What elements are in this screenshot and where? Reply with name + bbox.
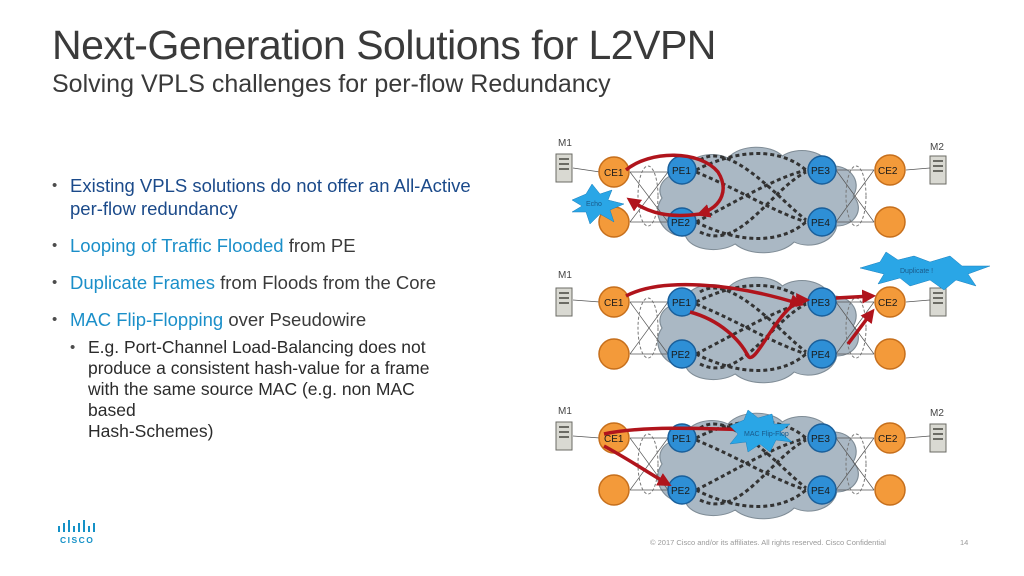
- ce-node: [874, 206, 906, 238]
- sub-bullet-line: produce a consistent hash-value for a fr…: [88, 358, 430, 378]
- slide-subtitle: Solving VPLS challenges for per-flow Red…: [52, 70, 611, 98]
- node-label: CE2: [878, 298, 898, 309]
- lag-ellipse: [637, 165, 659, 227]
- duplicate-burst: [859, 251, 991, 291]
- burst-label: Echo: [586, 201, 602, 208]
- bullet-highlight: Duplicate Frames: [70, 272, 215, 293]
- host-label-m1: M1: [558, 406, 572, 417]
- node-label: PE2: [671, 218, 690, 229]
- node-label: PE2: [671, 486, 690, 497]
- pe1-node: [667, 423, 697, 453]
- duplicate-arrow: [846, 308, 875, 346]
- pseudowires: [695, 284, 807, 372]
- sub-bullet-line: based: [88, 400, 136, 420]
- loop-arrow: [626, 197, 701, 218]
- node-label: PE3: [811, 298, 830, 309]
- pe3-node: [807, 423, 837, 453]
- pe4-node: [807, 339, 837, 369]
- node-label: CE1: [604, 298, 624, 309]
- pe3-node: [807, 155, 837, 185]
- copyright-text: © 2017 Cisco and/or its affiliates. All …: [650, 538, 886, 547]
- diagram-panel-1: M1 M2 CE1 PE1 PE2 PE3: [555, 138, 947, 254]
- node-label: PE4: [811, 350, 830, 361]
- node-label: PE4: [811, 218, 830, 229]
- flood-arrow: [689, 293, 811, 360]
- node-label: PE1: [672, 166, 691, 177]
- bullet-text: from Floods from the Core: [214, 272, 437, 293]
- lag-ellipse: [637, 433, 659, 495]
- server-icon: [555, 421, 573, 451]
- sub-bullet-line: Hash-Schemes): [88, 421, 214, 441]
- node-label: CE1: [604, 168, 624, 179]
- burst-label: MAC Flip-Flop: [744, 431, 789, 438]
- flood-arrow: [624, 153, 725, 218]
- bullet-text: over Pseudowire: [223, 309, 367, 330]
- bullet-item: MAC Flip-Flopping over Pseudowire: [50, 308, 490, 331]
- burst-label: Duplicate !: [900, 268, 933, 275]
- diagram-panel-3: M1 M2 CE1 PE1 PE2 PE3: [555, 406, 947, 520]
- flood-arrow: [625, 282, 805, 308]
- node-label: CE1: [604, 434, 624, 445]
- lag-ellipse: [845, 433, 867, 495]
- mac-flip-flop-burst: [729, 409, 793, 453]
- bullet-item: Looping of Traffic Flooded from PE: [50, 234, 490, 257]
- access-links: [572, 435, 931, 491]
- ce-node: [598, 474, 630, 506]
- server-icon: [929, 287, 947, 317]
- bullet-text: Existing VPLS solutions do not offer an …: [70, 175, 471, 219]
- node-label: PE4: [811, 486, 830, 497]
- pe2-node: [667, 475, 697, 505]
- ce-node: [874, 474, 906, 506]
- node-label: PE2: [671, 350, 690, 361]
- diagram-panel-2: M1 CE1 PE1 PE2 PE3 PE4: [555, 251, 991, 384]
- node-label: PE1: [672, 298, 691, 309]
- ce1-node: [598, 286, 630, 318]
- node-label: CE2: [878, 166, 898, 177]
- ce-node: [598, 338, 630, 370]
- node-label: PE3: [811, 434, 830, 445]
- echo-burst: [571, 183, 625, 225]
- server-icon: [555, 287, 573, 317]
- server-icon: [929, 423, 947, 453]
- host-label-m1: M1: [558, 138, 572, 149]
- pe4-node: [807, 207, 837, 237]
- cisco-logo-text: CISCO: [60, 535, 95, 545]
- ce-node: [874, 338, 906, 370]
- pe2-node: [667, 339, 697, 369]
- slide-title: Next-Generation Solutions for L2VPN: [52, 22, 716, 68]
- pe1-node: [667, 287, 697, 317]
- page-number: 14: [960, 538, 969, 547]
- lag-ellipse: [845, 165, 867, 227]
- host-label-m1: M1: [558, 270, 572, 281]
- host-label-m2: M2: [930, 142, 944, 153]
- ce1-node: [598, 156, 630, 188]
- sub-bullet-item: E.g. Port-Channel Load-Balancing does no…: [68, 337, 490, 442]
- sub-bullet-line: E.g. Port-Channel Load-Balancing does no…: [88, 337, 426, 357]
- node-label: PE3: [811, 166, 830, 177]
- server-icon: [555, 153, 573, 183]
- bullet-text: from PE: [283, 235, 356, 256]
- host-label-m2: M2: [930, 408, 944, 419]
- bullet-item: Duplicate Frames from Floods from the Co…: [50, 271, 490, 294]
- ce2-node: [874, 422, 906, 454]
- sub-bullet-line: with the same source MAC (e.g. non MAC: [88, 379, 415, 399]
- cisco-logo-icon: [58, 520, 95, 532]
- bullet-item: Existing VPLS solutions do not offer an …: [50, 174, 490, 220]
- ce2-node: [874, 154, 906, 186]
- duplicate-arrow: [835, 289, 877, 304]
- bullet-highlight: Looping of Traffic Flooded: [70, 235, 284, 256]
- lag-ellipse: [637, 297, 659, 359]
- node-label: PE1: [672, 434, 691, 445]
- node-label: CE2: [878, 434, 898, 445]
- server-icon: [929, 155, 947, 185]
- bullet-list: Existing VPLS solutions do not offer an …: [50, 174, 490, 442]
- bullet-highlight: MAC Flip-Flopping: [70, 309, 224, 330]
- pe4-node: [807, 475, 837, 505]
- flow-arrow: [603, 444, 672, 487]
